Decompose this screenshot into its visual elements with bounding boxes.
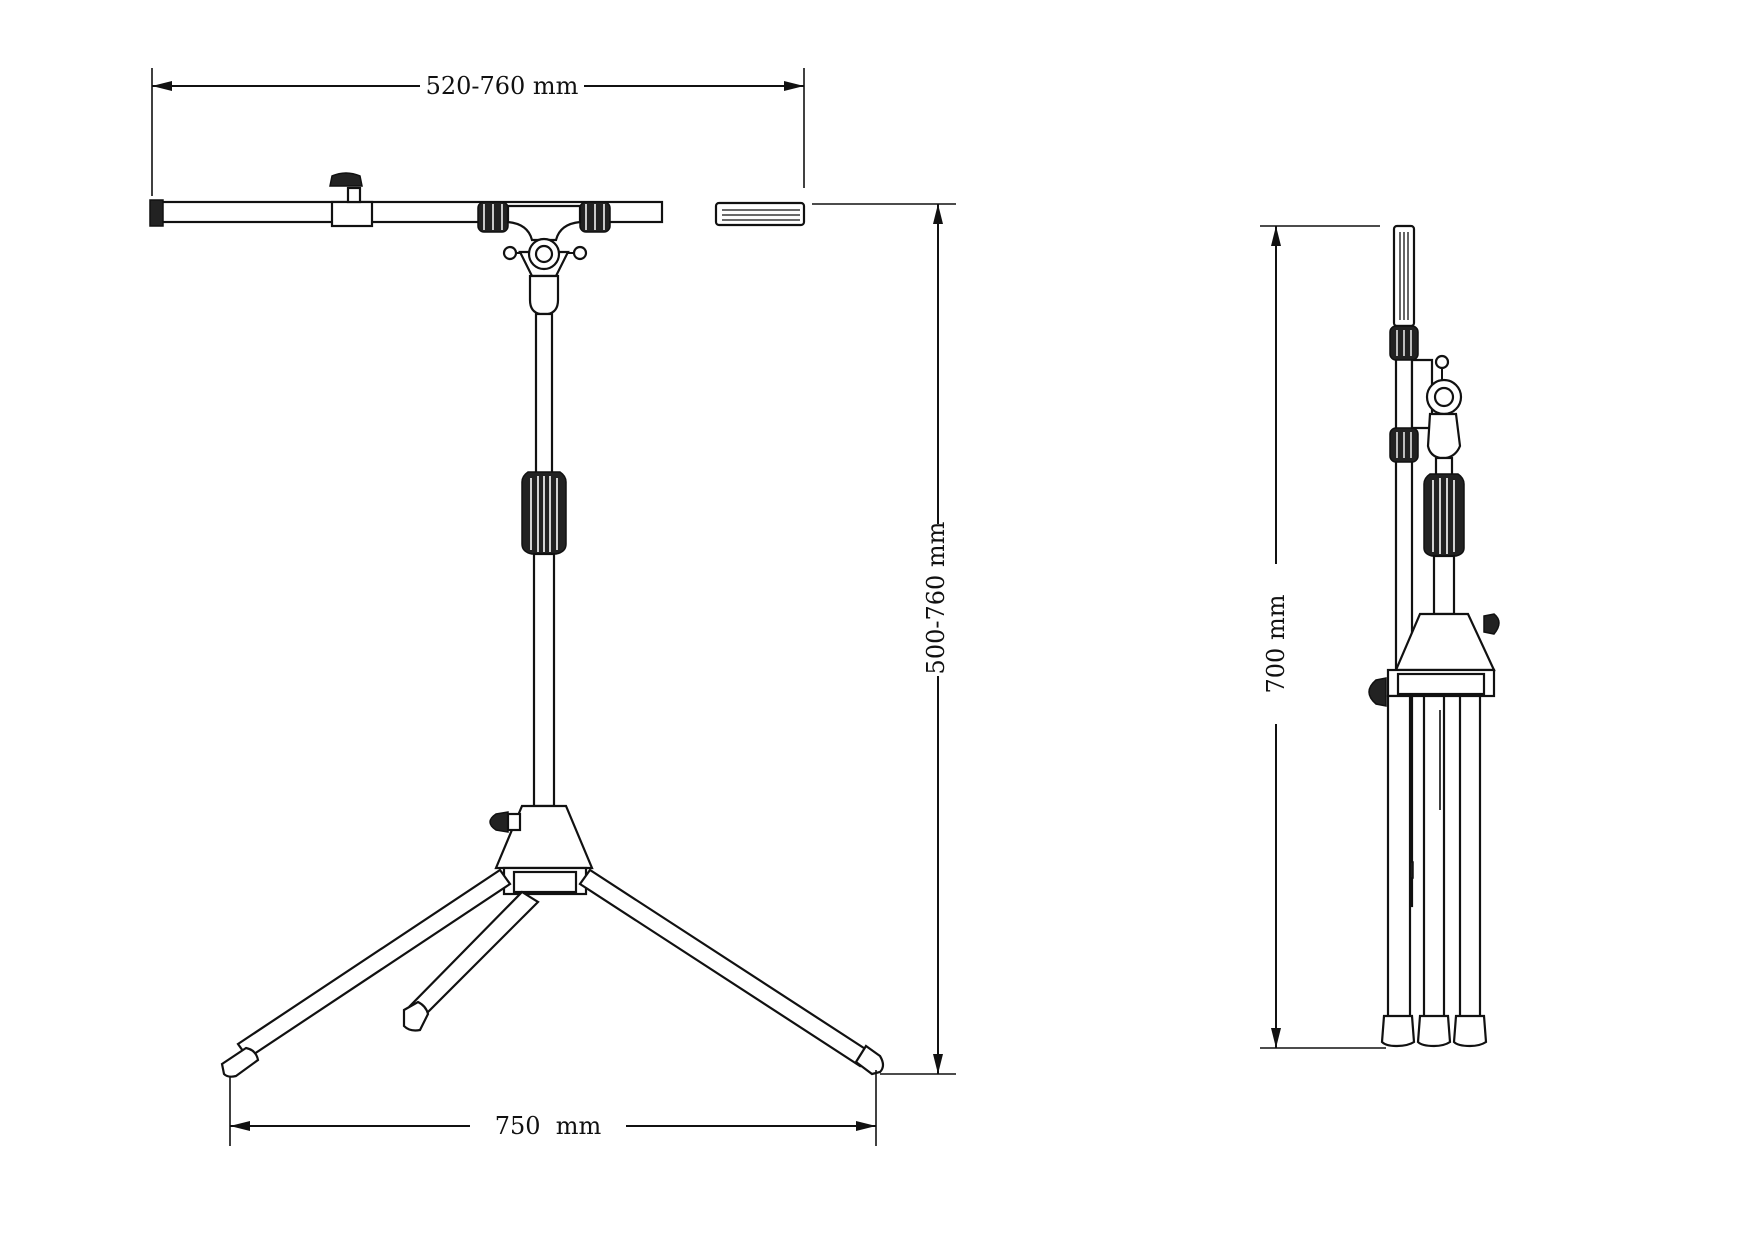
boom-arm	[149, 172, 806, 242]
folded-height-label: 700 mm	[1262, 594, 1290, 693]
stand-height-label: 500-760 mm	[922, 521, 950, 674]
boom-clutch-left	[477, 201, 509, 233]
folded-side-knob	[1368, 677, 1387, 707]
dimension-base-width: 750 mm	[229, 1070, 877, 1146]
dimension-boom-length: 520-760 mm	[151, 68, 805, 196]
boom-length-label: 520-760 mm	[426, 72, 579, 100]
tripod-legs	[220, 868, 885, 1078]
base-width-label: 750 mm	[495, 1112, 602, 1140]
dimension-folded-height: 700 mm	[1260, 225, 1386, 1049]
folded-legs	[1380, 694, 1488, 1048]
clamp-knob	[329, 172, 363, 187]
dimension-stand-height: 500-760 mm	[812, 203, 956, 1075]
boom-grip	[714, 201, 806, 227]
tripod-base	[489, 804, 594, 896]
swivel-joint	[502, 237, 588, 316]
folded-swivel-joint	[1425, 354, 1463, 460]
front-view	[149, 172, 885, 1078]
folded-top-knob	[1483, 613, 1500, 635]
side-view-folded	[1368, 224, 1500, 1048]
folded-height-clutch	[1423, 473, 1465, 557]
lower-tube	[532, 552, 556, 808]
base-lock-knob	[489, 811, 509, 833]
boom-end-thread	[149, 199, 164, 227]
height-clutch	[521, 471, 567, 555]
boom-clutch-right	[579, 201, 611, 233]
folded-tripod-base	[1368, 612, 1500, 707]
upper-tube	[534, 312, 554, 478]
